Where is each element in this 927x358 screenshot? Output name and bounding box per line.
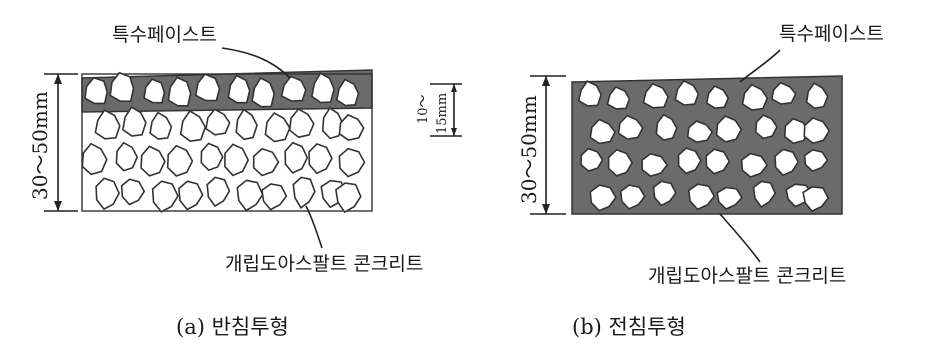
aggregate-stone: [252, 147, 280, 177]
aggregate-stone: [741, 83, 769, 111]
aggregate-stone: [803, 149, 829, 173]
aggregate-stone: [179, 109, 207, 143]
paste-label-a: 특수페이스트: [112, 24, 217, 46]
aggregate-stone: [178, 180, 204, 211]
aggregate-stone: [338, 113, 365, 142]
aggregate-stone: [264, 111, 291, 143]
aggregate-stone: [705, 85, 730, 110]
aggregate-stone: [321, 106, 344, 140]
aggregate-stone: [227, 74, 251, 104]
aggregate-stone: [95, 177, 120, 211]
aggregate-stones-a: [81, 71, 366, 214]
aggregate-stone: [224, 143, 250, 177]
aggregate-stone: [607, 148, 634, 177]
aggregate-stone: [251, 77, 276, 108]
aggregate-stone: [774, 148, 800, 177]
panel-a: 30～50mm 특수페이스트 개립도아스팔트 콘크리트 10～ 15mm (a)…: [28, 24, 462, 339]
aggregate-stone: [705, 148, 731, 175]
aggregate-stone: [606, 86, 631, 110]
aggregate-stone: [311, 72, 335, 104]
aggregate-stone: [686, 120, 714, 144]
aggregate-stone: [151, 180, 179, 213]
aggregate-stone: [140, 145, 166, 177]
panel-b: 30～50mm 특수페이스트 개립도아스팔트 콘크리트 (b) 전침투형: [517, 23, 884, 339]
aggregate-stone: [122, 106, 147, 137]
aggregate-stone: [335, 182, 362, 214]
penetration-label-1: 10～: [416, 94, 431, 124]
caption-a: (a) 반침투형: [176, 315, 289, 339]
aggregate-stone: [200, 142, 224, 172]
aggregate-stone: [674, 79, 700, 106]
aggregate-stone: [84, 76, 109, 105]
aggregate-stone: [770, 81, 797, 105]
aggregate-stone: [655, 113, 678, 142]
aggregate-stone: [205, 108, 231, 136]
aggregate-stone: [261, 183, 288, 211]
aggregate-stone: [716, 186, 743, 210]
aggregate-stone: [641, 152, 669, 177]
aggregate-stone: [740, 152, 769, 178]
aggregate-stone: [149, 111, 173, 140]
concrete-label-b: 개립도아스팔트 콘크리트: [648, 265, 846, 287]
aggregate-stone: [802, 185, 830, 213]
paste-layer-b: [571, 75, 843, 215]
aggregate-stone: [687, 183, 716, 211]
aggregate-stone: [94, 109, 121, 140]
aggregate-stone: [805, 82, 829, 110]
aggregate-stone: [284, 141, 309, 174]
aggregate-stone: [194, 73, 221, 102]
concrete-label-a: 개립도아스팔트 콘크리트: [225, 253, 423, 275]
aggregate-stone: [783, 117, 810, 145]
aggregate-stone: [308, 142, 333, 175]
aggregate-stone: [167, 76, 192, 107]
aggregate-stone: [280, 75, 307, 102]
penetration-label-2: 15mm: [435, 93, 450, 134]
aggregate-stone: [715, 115, 743, 143]
aggregate-stone: [109, 71, 135, 103]
aggregate-stone: [120, 178, 146, 206]
aggregate-stone: [115, 141, 139, 172]
aggregate-stone: [589, 184, 617, 212]
aggregate-stone: [292, 176, 316, 209]
aggregate-stone: [652, 180, 677, 207]
aggregate-stone: [619, 184, 646, 210]
aggregate-stone: [288, 108, 315, 139]
aggregate-stone: [235, 108, 258, 141]
aggregate-stone: [335, 78, 360, 107]
aggregate-stones-b: [577, 79, 831, 213]
aggregate-stone: [206, 176, 231, 208]
aggregate-stone: [589, 118, 616, 145]
aggregate-stone: [580, 147, 604, 172]
aggregate-stone: [577, 80, 602, 107]
aggregate-stone: [677, 147, 702, 175]
aggregate-stone: [143, 78, 166, 104]
slab-outline-a: [81, 73, 373, 212]
aggregate-stone: [166, 144, 194, 177]
aggregate-stone: [617, 114, 644, 141]
aggregate-stone: [338, 147, 366, 178]
thickness-label-a: 30～50mm: [28, 91, 52, 200]
paste-label-b: 특수페이스트: [779, 23, 884, 45]
thickness-label-b: 30～50mm: [517, 95, 541, 204]
aggregate-stone: [81, 142, 108, 176]
aggregate-stone: [752, 180, 777, 208]
aggregate-stone: [642, 82, 669, 109]
caption-b: (b) 전침투형: [572, 315, 686, 339]
aggregate-stone: [236, 179, 264, 212]
aggregate-stone: [803, 117, 831, 145]
aggregate-stone: [754, 114, 778, 140]
